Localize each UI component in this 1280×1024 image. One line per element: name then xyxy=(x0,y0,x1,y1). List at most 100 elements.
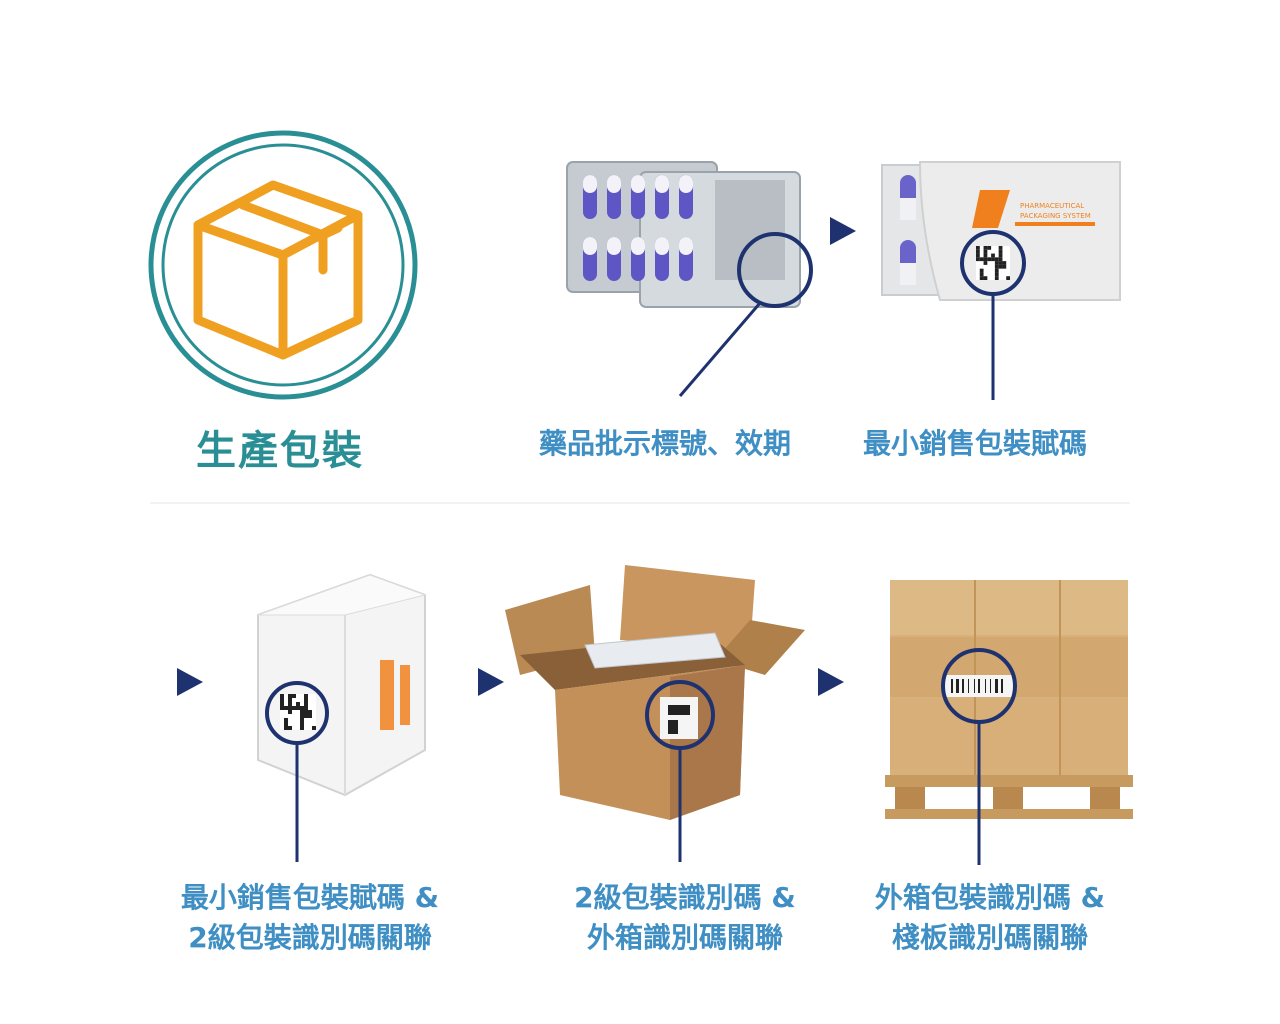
box-icon xyxy=(193,180,363,360)
qr-cell xyxy=(994,264,999,269)
qr-cell xyxy=(308,714,312,718)
qr-cell xyxy=(983,276,988,280)
pill-cap xyxy=(607,175,621,193)
barcode-bar xyxy=(968,679,969,693)
qr-cell xyxy=(998,264,1003,269)
qr-cell xyxy=(284,706,288,710)
pill-cap xyxy=(679,175,693,193)
barcode-bar xyxy=(995,679,998,693)
qr-cell xyxy=(284,722,288,726)
qr-cell xyxy=(296,702,300,706)
qr-cell xyxy=(991,253,995,258)
qr-cell xyxy=(983,246,988,250)
pill-cap xyxy=(583,237,597,255)
qr-cell xyxy=(300,710,304,714)
qr-cell xyxy=(312,726,316,730)
qr-cell xyxy=(304,714,308,718)
qr-cell xyxy=(304,698,308,702)
qr-cell xyxy=(288,702,292,706)
shrink-wrapped-bundle-image xyxy=(257,573,427,862)
qr-cell xyxy=(983,261,988,265)
step-2-caption: 最小銷售包裝賦碼 xyxy=(840,424,1110,464)
qr-cell xyxy=(994,257,999,262)
open-carton-image xyxy=(505,565,805,862)
stage-title: 生產包裝 xyxy=(196,428,364,474)
medicine-box-image: PHARMACEUTICAL PACKAGING SYSTEM xyxy=(881,161,1121,400)
barcode-bar xyxy=(951,679,953,693)
qr-cell xyxy=(300,726,304,730)
pill-cap xyxy=(655,237,669,255)
qr-cell xyxy=(304,710,308,714)
step-3-caption-line-1: 最小銷售包裝賦碼 & xyxy=(180,881,440,914)
qr-cell xyxy=(1002,264,1007,269)
qr-cell xyxy=(994,272,999,277)
pill-cap xyxy=(631,175,645,193)
qr-cell xyxy=(976,246,980,250)
qr-cell xyxy=(998,249,1003,254)
step-3-caption: 最小銷售包裝賦碼 & 2級包裝識別碼關聯 xyxy=(140,878,480,958)
qr-cell xyxy=(300,718,304,722)
arrow-3-icon xyxy=(478,668,504,696)
arrow-2-icon xyxy=(177,668,203,696)
barcode-bar xyxy=(974,679,975,693)
qr-cell xyxy=(296,706,300,710)
qr-cell xyxy=(288,694,292,698)
qr-cell xyxy=(292,694,296,698)
arrow-4-icon xyxy=(818,668,844,696)
pill-cap xyxy=(655,175,669,193)
qr-cell xyxy=(288,698,292,702)
step-5-caption-line-2: 棧板識別碼關聯 xyxy=(891,921,1088,954)
qr-cell xyxy=(976,249,980,254)
barcode-bar xyxy=(956,679,959,693)
pill-cap xyxy=(679,237,693,255)
qr-cell xyxy=(976,253,980,258)
step-4-caption: 2級包裝識別碼 & 外箱識別碼關聯 xyxy=(520,878,850,958)
barcode-bar xyxy=(985,679,986,693)
qr-cell xyxy=(987,246,992,250)
pallet-image xyxy=(885,580,1133,865)
qr-cell xyxy=(288,710,292,714)
qr-cell xyxy=(292,706,296,710)
qr-cell xyxy=(998,261,1003,265)
qr-cell xyxy=(284,718,288,722)
qr-cell xyxy=(983,257,988,262)
qr-cell xyxy=(280,694,284,698)
qr-cell xyxy=(304,702,308,706)
qr-cell xyxy=(994,268,999,273)
pill-cap xyxy=(607,237,621,255)
brand-line-1: PHARMACEUTICAL xyxy=(1020,202,1084,210)
qr-cell xyxy=(304,706,308,710)
qr-cell xyxy=(983,249,988,254)
step-3-caption-line-2: 2級包裝識別碼關聯 xyxy=(188,921,432,954)
qr-cell xyxy=(987,257,992,262)
step-1-caption-line-1: 藥品批示標號、效期 xyxy=(538,427,791,460)
qr-cell xyxy=(1002,261,1007,265)
qr-cell xyxy=(300,706,304,710)
blister-pack-image xyxy=(566,161,813,397)
step-5-caption-line-1: 外箱包裝識別碼 & xyxy=(874,881,1106,914)
qr-cell xyxy=(994,261,999,265)
qr-cell xyxy=(304,694,308,698)
qr-cell xyxy=(288,726,292,730)
qr-cell xyxy=(300,722,304,726)
step-5-caption: 外箱包裝識別碼 & 棧板識別碼關聯 xyxy=(840,878,1140,958)
arrow-1-icon xyxy=(830,217,856,245)
step-1-caption: 藥品批示標號、效期 xyxy=(505,424,825,464)
qr-cell xyxy=(979,257,984,262)
qr-cell xyxy=(994,276,999,280)
qr-cell xyxy=(998,246,1003,250)
qr-cell xyxy=(979,276,984,280)
barcode-bar xyxy=(978,679,980,693)
qr-cell xyxy=(288,706,292,710)
brand-line-2: PACKAGING SYSTEM xyxy=(1020,212,1091,220)
barcode-bar xyxy=(1001,679,1003,693)
qr-cell xyxy=(280,706,284,710)
barcode-bar xyxy=(962,679,964,693)
stage-logo xyxy=(148,130,418,400)
qr-cell xyxy=(979,272,984,277)
qr-cell xyxy=(308,710,312,714)
qr-cell xyxy=(280,702,284,706)
qr-cell xyxy=(979,268,984,273)
qr-cell xyxy=(991,257,995,262)
qr-cell xyxy=(998,257,1003,262)
